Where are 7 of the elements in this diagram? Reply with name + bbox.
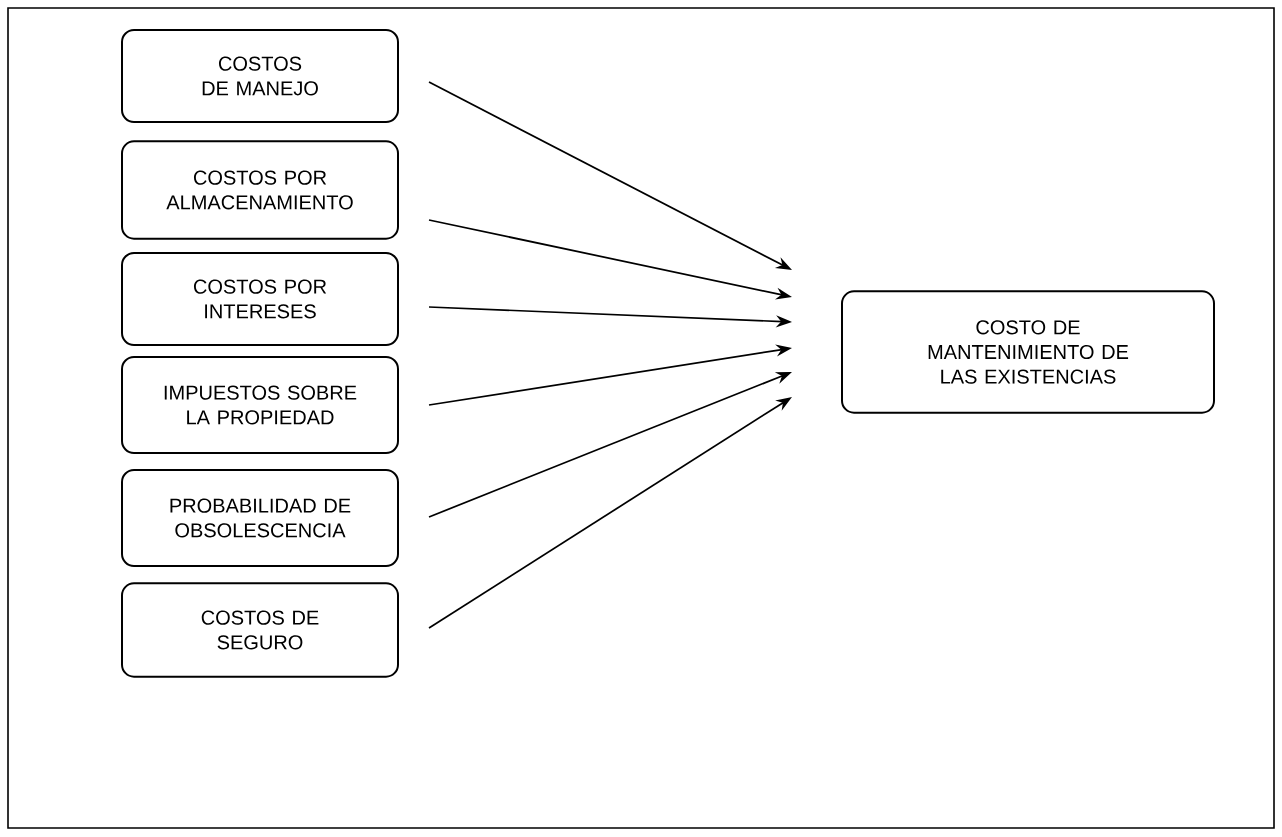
process-box: PROBABILIDAD DE OBSOLESCENCIA xyxy=(121,469,399,567)
process-box: COSTOS DE SEGURO xyxy=(121,582,399,678)
process-box: COSTOS DE MANEJO xyxy=(121,29,399,123)
process-box: COSTOS POR ALMACENAMIENTO xyxy=(121,140,399,240)
process-box: COSTOS POR INTERESES xyxy=(121,252,399,346)
process-box: COSTO DE MANTENIMIENTO DE LAS EXISTENCIAS xyxy=(841,290,1215,414)
process-box: IMPUESTOS SOBRE LA PROPIEDAD xyxy=(121,356,399,454)
